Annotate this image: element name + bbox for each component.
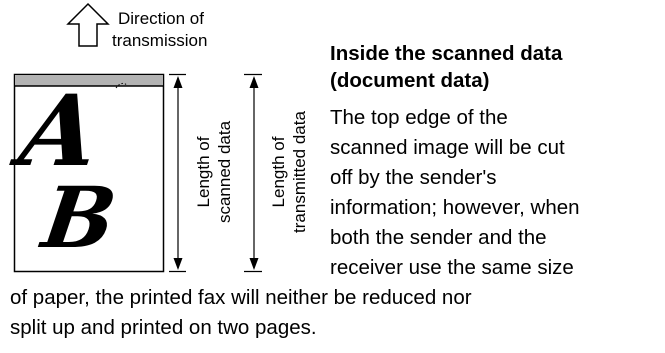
section-heading: Inside the scanned data (document data): [330, 40, 660, 94]
heading-line: (document data): [330, 69, 490, 92]
document-diagram: Direction of transmission A B Length of …: [5, 2, 309, 273]
transmitted-length-label-line2: transmitted data: [290, 111, 309, 233]
transmitted-length-dimension: [244, 73, 262, 273]
body-text-line: off by the sender's: [330, 166, 497, 189]
letter-b: B: [35, 168, 122, 267]
cut-edge-mark: [115, 82, 129, 89]
body-text-line: The top edge of the: [330, 106, 508, 129]
body-text-line: both the sender and the: [330, 226, 547, 249]
scanned-arrow-up-icon: [173, 76, 183, 88]
transmitted-arrow-up-icon: [249, 76, 259, 88]
sender-info-strip: [15, 75, 163, 86]
body-text-line: of paper, the printed fax will neither b…: [10, 286, 472, 309]
scanned-length-label-line2: scanned data: [215, 120, 234, 223]
direction-label-line2: transmission: [112, 31, 207, 50]
body-text-line: information; however, when: [330, 196, 580, 219]
document-page: [13, 73, 165, 273]
body-text-line: receiver use the same size: [330, 256, 574, 279]
scanned-length-label-line1: Length of: [194, 136, 213, 207]
transmitted-length-label-line1: Length of: [269, 136, 288, 207]
body-text-line: scanned image will be cut: [330, 136, 565, 159]
scanned-arrow-down-icon: [173, 258, 183, 270]
direction-arrow-icon: [66, 2, 110, 47]
transmitted-arrow-down-icon: [249, 258, 259, 270]
scanned-length-dimension: [169, 73, 186, 273]
body-text-line: split up and printed on two pages.: [10, 316, 317, 339]
direction-label-line1: Direction of: [118, 9, 204, 28]
heading-line: Inside the scanned data: [330, 42, 563, 65]
